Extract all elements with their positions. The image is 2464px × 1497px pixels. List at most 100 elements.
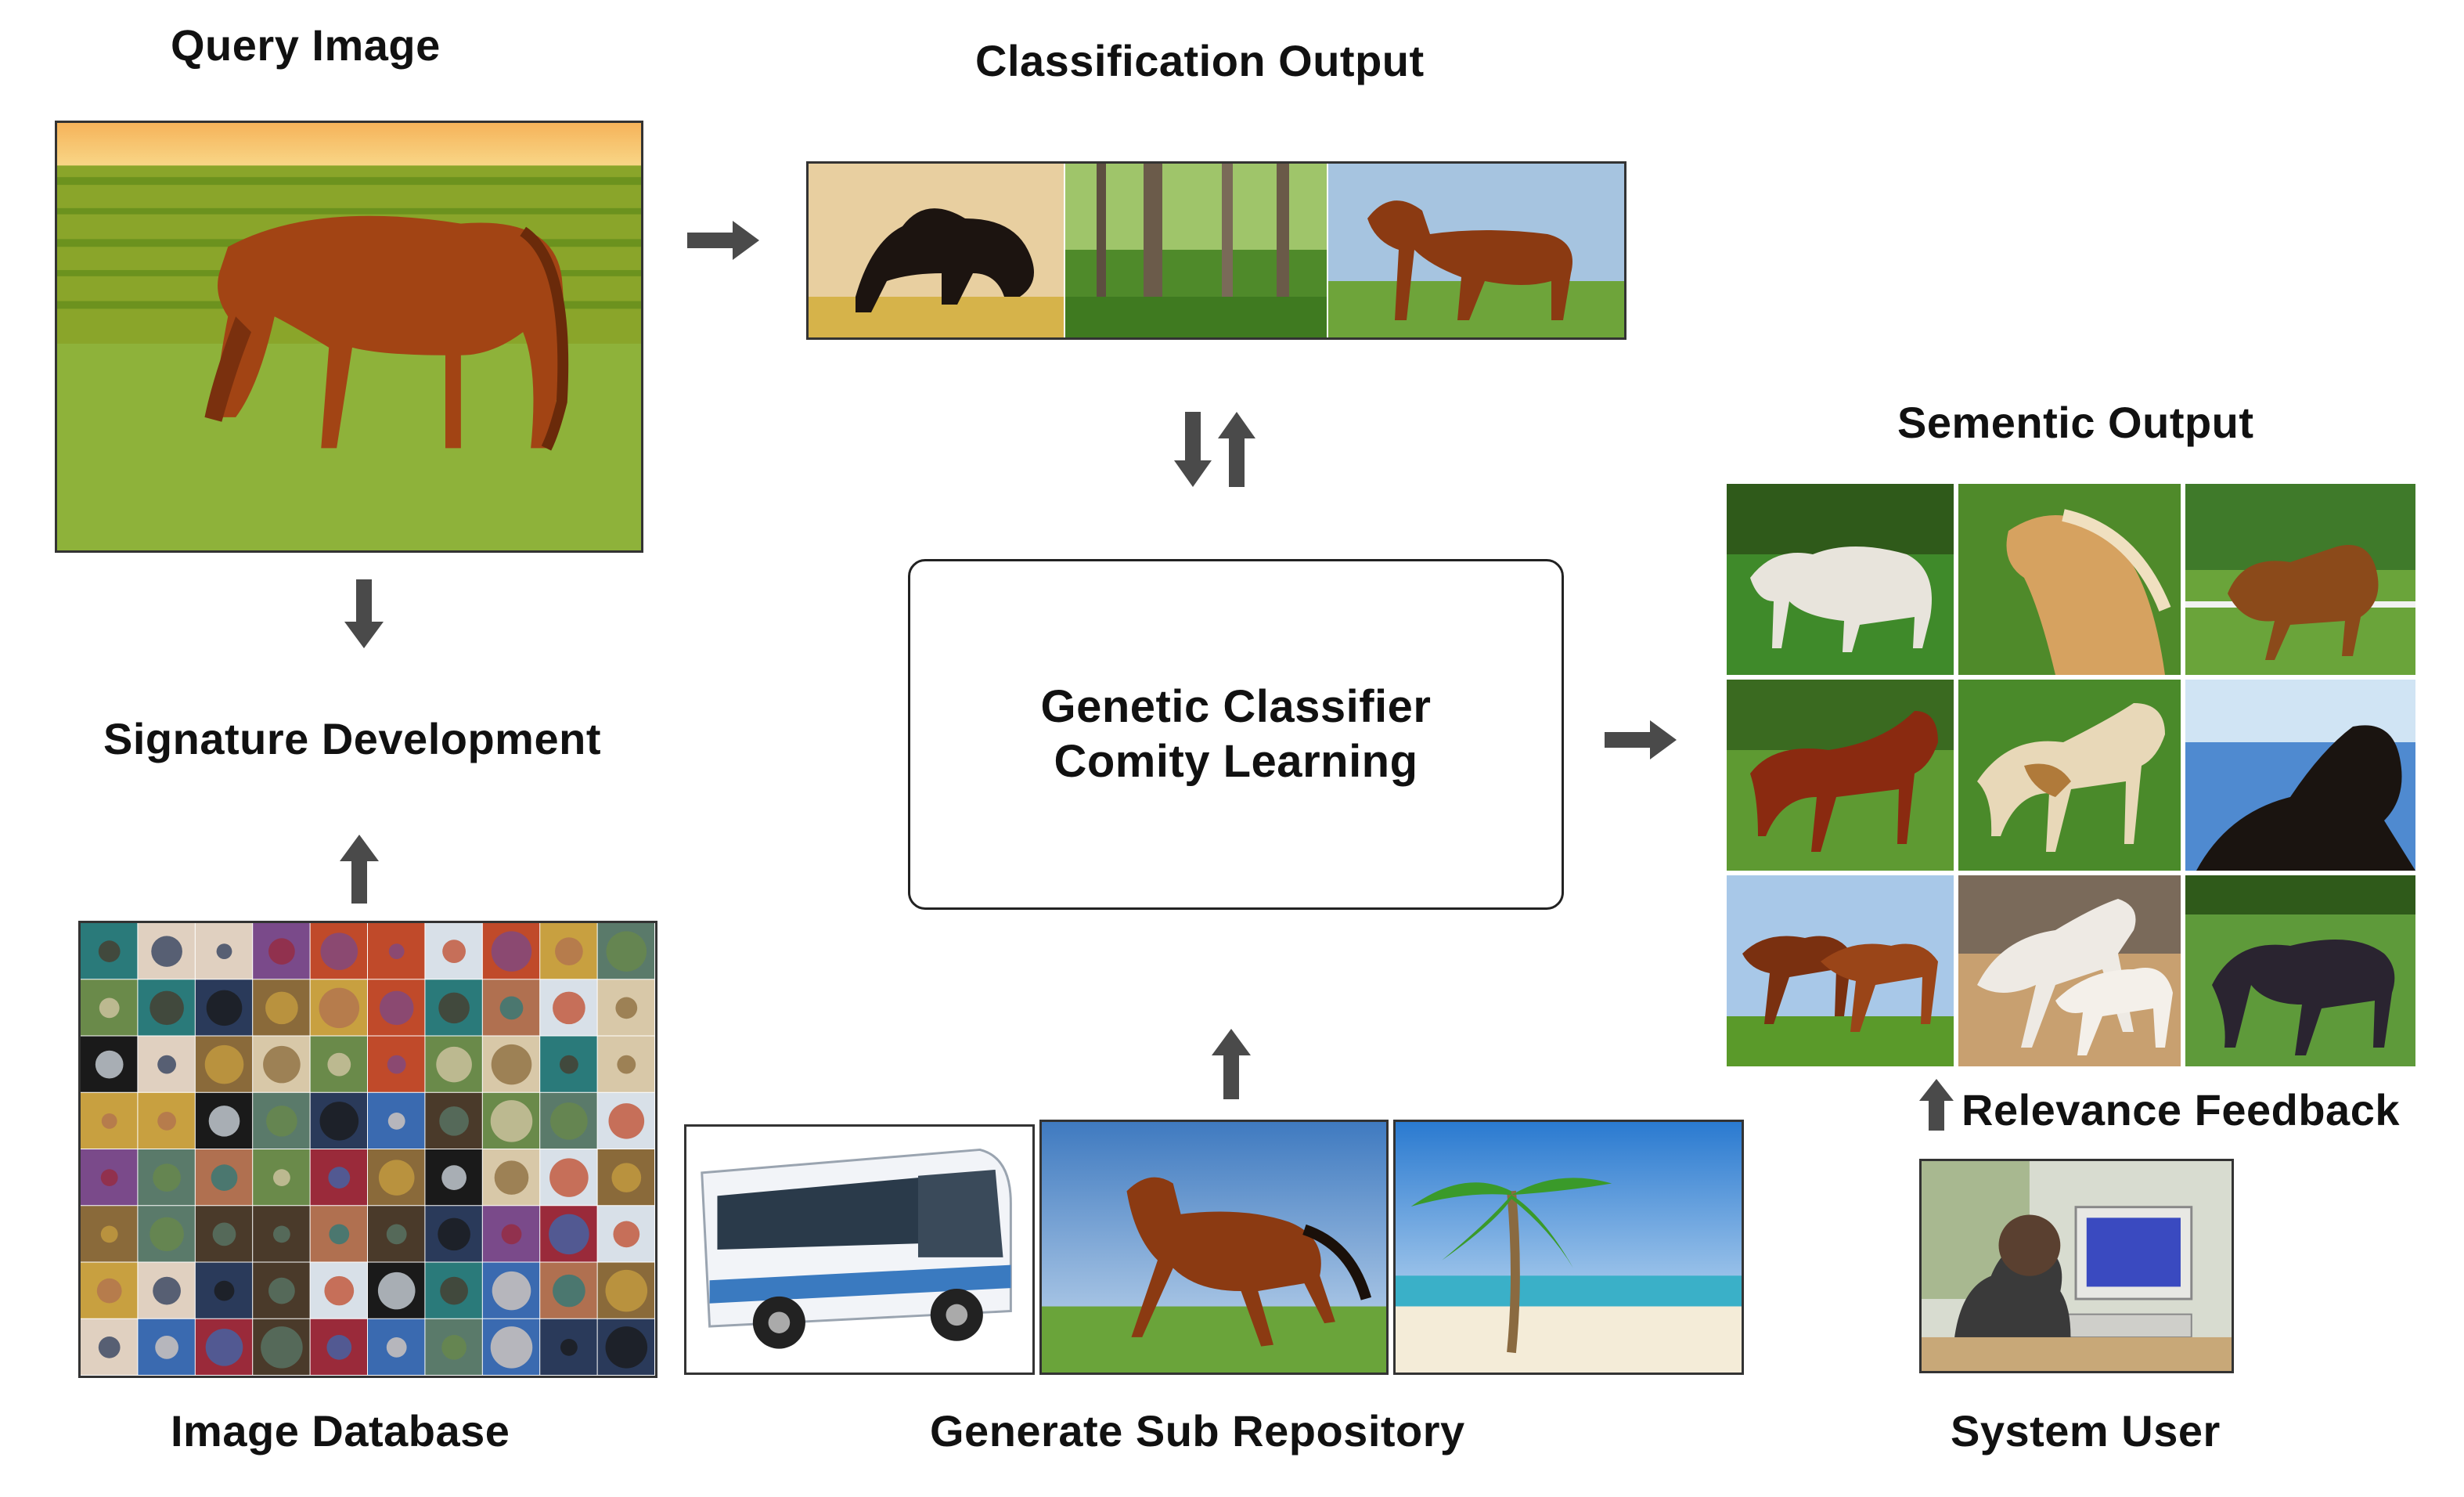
collage-tile-motif: [98, 940, 121, 962]
forest-photo: [1065, 164, 1327, 337]
collage-tile-motif: [268, 1277, 295, 1304]
user-at-computer-photo: [1919, 1159, 2234, 1373]
collage-tile-motif: [157, 1055, 177, 1074]
collage-tile-motif: [266, 1106, 297, 1137]
running-horses-photo: [1727, 875, 1954, 1066]
collage-tile-motif: [387, 1055, 406, 1074]
bus-photo: [684, 1124, 1035, 1375]
collage-tile-motif: [268, 938, 295, 965]
collage-tile-motif: [378, 1160, 415, 1196]
collage-tile-motif: [272, 1225, 290, 1243]
pinto-horse-photo: [1958, 680, 2181, 871]
collage-tile-motif: [494, 1160, 529, 1195]
collage-tile-motif: [491, 931, 532, 972]
query-image-label: Query Image: [171, 20, 441, 70]
collage-tile-motif: [319, 1102, 359, 1141]
collage-tile-motif: [441, 1335, 467, 1360]
collage-tile-motif: [157, 1111, 177, 1131]
arrow-up-icon: [1212, 1029, 1251, 1099]
collage-tile-motif: [438, 1217, 470, 1251]
collage-tile-motif: [386, 1224, 407, 1245]
running-horse-photo: [1039, 1120, 1389, 1375]
sementic-output-label: Sementic Output: [1897, 398, 2254, 447]
relevance-feedback-label: Relevance Feedback: [1961, 1085, 2400, 1134]
collage-tile-motif: [605, 1326, 648, 1369]
collage-tile-motif: [208, 1106, 240, 1137]
collage-tile-motif: [96, 1278, 122, 1304]
collage-tile-motif: [606, 931, 647, 972]
core-title-line2: Comity Learning: [1054, 736, 1418, 787]
collage-tile-motif: [615, 997, 638, 1019]
image-database-label: Image Database: [171, 1406, 510, 1456]
collage-tile-motif: [101, 1113, 117, 1129]
collage-tile-motif: [441, 1165, 467, 1190]
palomino-horse-photo: [1958, 484, 2181, 675]
black-horse-photo: [809, 164, 1064, 337]
collage-tile-motif: [549, 1214, 589, 1255]
collage-tile-motif: [555, 937, 583, 965]
system-user-label: System User: [1951, 1406, 2221, 1456]
collage-tile-motif: [560, 1338, 578, 1356]
collage-tile-motif: [205, 1329, 243, 1366]
collage-tile-motif: [319, 987, 360, 1029]
collage-tile-motif: [490, 1326, 533, 1369]
collage-tile-motif: [261, 1326, 303, 1369]
collage-tile-motif: [553, 1274, 585, 1308]
white-horses-running-photo: [1958, 875, 2181, 1066]
collage-tile-motif: [490, 1100, 533, 1142]
collage-tile-motif: [327, 1052, 351, 1077]
classification-output-label: Classification Output: [975, 36, 1425, 85]
collage-tile-motif: [377, 1272, 416, 1310]
collage-tile-motif: [386, 1337, 407, 1358]
collage-tile-motif: [379, 990, 414, 1026]
genetic-classifier-box: Genetic Classifier Comity Learning: [908, 559, 1564, 910]
collage-tile-motif: [212, 1222, 236, 1246]
collage-tile-motif: [151, 936, 182, 967]
arrow-up-icon: [1919, 1079, 1954, 1131]
arrow-right-icon: [687, 221, 759, 260]
collage-tile-motif: [559, 1055, 578, 1074]
collage-tile-motif: [387, 1112, 405, 1130]
core-title-line1: Genetic Classifier: [1040, 681, 1432, 732]
collage-tile-motif: [326, 1335, 352, 1360]
arrow-down-icon: [344, 579, 384, 648]
collage-tile-motif: [608, 1103, 645, 1139]
arrow-up-icon: [340, 835, 379, 904]
black-horse-photo: [2185, 680, 2415, 871]
collage-tile-motif: [98, 1336, 121, 1358]
collage-tile-motif: [100, 1169, 118, 1187]
collage-tile-motif: [155, 1336, 178, 1359]
collage-tile-motif: [153, 1276, 181, 1305]
collage-tile-motif: [204, 1044, 244, 1084]
generate-sub-repository-label: Generate Sub Repository: [930, 1406, 1465, 1456]
collage-tile-motif: [329, 1224, 350, 1245]
collage-tile-motif: [328, 1167, 351, 1189]
collage-tile-motif: [617, 1055, 636, 1074]
collage-tile-motif: [388, 943, 405, 960]
collage-tile-motif: [153, 1163, 181, 1192]
collage-tile-motif: [613, 1221, 640, 1248]
bay-horse-photo: [2185, 484, 2415, 675]
collage-tile-motif: [605, 1269, 648, 1312]
collage-tile-motif: [492, 1271, 531, 1311]
collage-tile-motif: [214, 1280, 235, 1301]
collage-tile-motif: [149, 990, 184, 1026]
collage-tile-motif: [149, 1217, 184, 1252]
collage-tile-motif: [438, 992, 470, 1024]
bidirectional-arrow-icon: [1174, 412, 1255, 487]
collage-tile-motif: [206, 990, 243, 1026]
chestnut-horse-photo: [1727, 680, 1954, 871]
semantic-output-grid: [1727, 484, 2415, 1066]
palm-tree-beach-photo: [1393, 1120, 1744, 1375]
collage-tile-motif: [324, 1275, 355, 1306]
collage-tile-motif: [440, 1276, 468, 1305]
collage-tile-motif: [265, 991, 298, 1025]
arrow-right-icon: [1605, 720, 1677, 759]
query-image-photo: [55, 121, 643, 553]
collage-tile-motif: [320, 932, 358, 970]
classification-strip: [806, 161, 1626, 340]
collage-tile-motif: [272, 1169, 290, 1187]
collage-tile-motif: [99, 997, 120, 1019]
white-horses-photo: [1727, 484, 1954, 675]
